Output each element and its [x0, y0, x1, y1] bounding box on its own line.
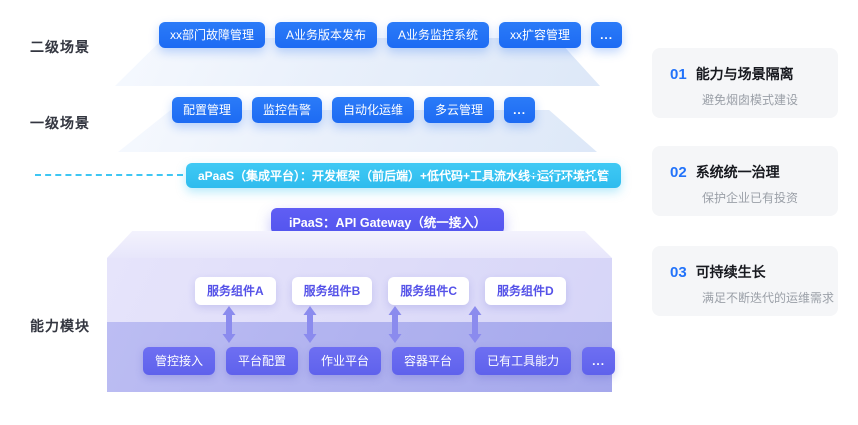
node-level2-scenario: A业务监控系统: [387, 22, 490, 48]
node-capability: 作业平台: [309, 347, 382, 375]
node-level1-more: ...: [504, 97, 536, 123]
node-capability: 已有工具能力: [475, 347, 572, 375]
node-service-component: 服务组件B: [291, 277, 373, 305]
level2-scenario-row: xx部门故障管理 A业务版本发布 A业务监控系统 xx扩容管理 ...: [159, 22, 623, 48]
bidirectional-arrow-icon: [222, 306, 236, 343]
benefit-desc: 保护企业已有投资: [702, 191, 799, 205]
node-level1-scenario: 自动化运维: [332, 97, 415, 123]
bidirectional-arrow-icon: [303, 306, 317, 343]
node-level2-more: ...: [591, 22, 623, 48]
node-level2-scenario: xx部门故障管理: [159, 22, 266, 48]
node-capability: 容器平台: [392, 347, 465, 375]
label-level2-scenario: 二级场景: [30, 39, 90, 55]
benefit-title: 系统统一治理: [695, 164, 780, 180]
node-level2-scenario: A业务版本发布: [275, 22, 378, 48]
label-capability-modules: 能力模块: [30, 318, 90, 334]
benefit-desc: 避免烟囱模式建设: [702, 93, 799, 107]
capability-platform-top-face: [107, 231, 612, 258]
benefit-desc: 满足不断迭代的运维需求: [702, 291, 835, 305]
benefit-card-1: 01 能力与场景隔离 避免烟囱模式建设: [652, 48, 838, 118]
node-service-component: 服务组件D: [485, 277, 566, 305]
benefit-number: 01: [670, 66, 687, 83]
service-component-row: 服务组件A 服务组件B 服务组件C 服务组件D: [195, 277, 566, 305]
node-level1-scenario: 配置管理: [172, 97, 243, 123]
dashed-connector-left: [35, 174, 183, 176]
benefit-number: 03: [670, 264, 687, 281]
level1-scenario-row: 配置管理 监控告警 自动化运维 多云管理 ...: [172, 97, 536, 123]
bidirectional-arrow-icon: [388, 306, 402, 343]
node-level1-scenario: 监控告警: [252, 97, 323, 123]
node-service-component: 服务组件C: [388, 277, 470, 305]
benefit-number: 02: [670, 164, 687, 181]
dashed-connector-right: [531, 174, 608, 176]
bidirectional-arrow-icon: [468, 306, 482, 343]
node-level2-scenario: xx扩容管理: [499, 22, 582, 48]
benefit-title: 可持续生长: [695, 264, 766, 280]
node-capability: 平台配置: [226, 347, 299, 375]
capability-row: 管控接入 平台配置 作业平台 容器平台 已有工具能力 ...: [143, 347, 616, 375]
node-service-component: 服务组件A: [195, 277, 276, 305]
node-capability-more: ...: [582, 347, 616, 375]
node-level1-scenario: 多云管理: [424, 97, 495, 123]
label-level1-scenario: 一级场景: [30, 115, 90, 131]
benefit-card-3: 03 可持续生长 满足不断迭代的运维需求: [652, 246, 838, 316]
benefit-card-2: 02 系统统一治理 保护企业已有投资: [652, 146, 838, 216]
node-capability: 管控接入: [143, 347, 216, 375]
node-ipaas-gateway: iPaaS：API Gateway（统一接入）: [271, 208, 505, 234]
benefit-title: 能力与场景隔离: [695, 66, 794, 82]
